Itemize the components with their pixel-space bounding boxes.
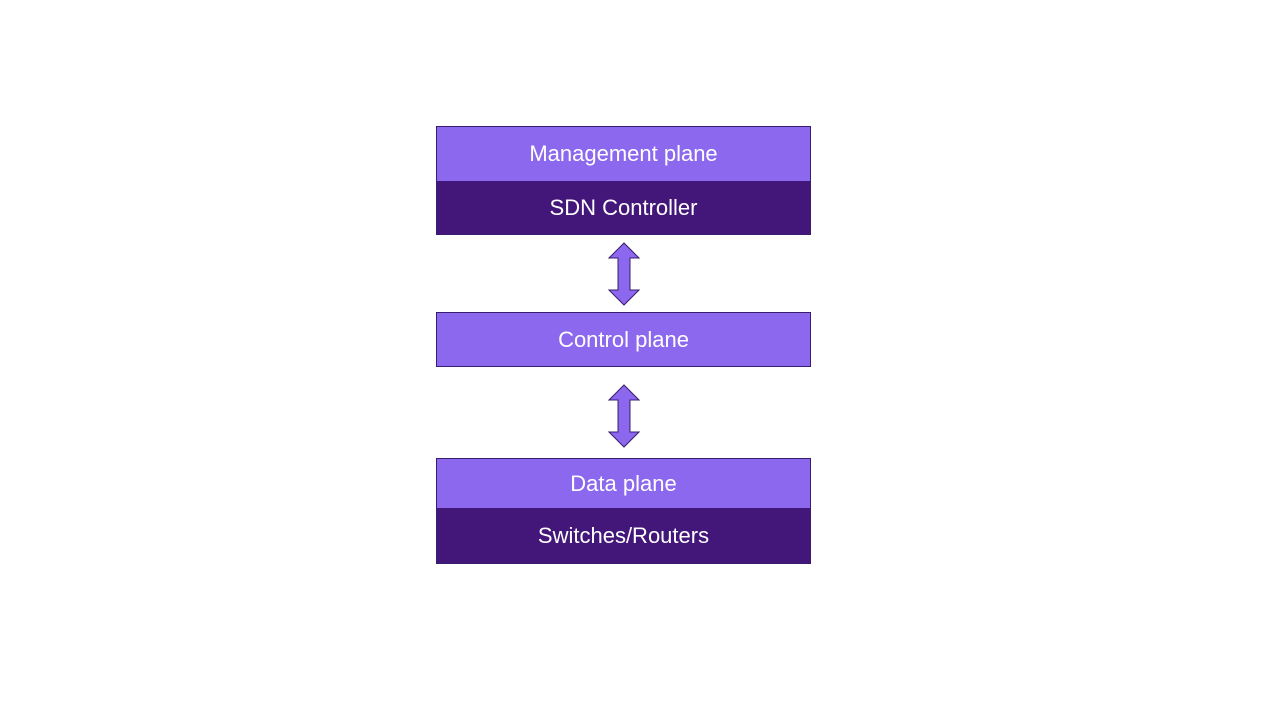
- data-plane-label: Data plane: [437, 459, 810, 508]
- management-plane-block: Management plane SDN Controller: [436, 126, 811, 235]
- control-plane-block: Control plane: [436, 312, 811, 367]
- control-plane-label: Control plane: [437, 313, 810, 366]
- double-arrow-icon: [608, 384, 640, 448]
- data-plane-block: Data plane Switches/Routers: [436, 458, 811, 564]
- management-plane-label: Management plane: [437, 127, 810, 181]
- switches-routers-label: Switches/Routers: [437, 508, 810, 563]
- double-arrow-icon: [608, 242, 640, 306]
- sdn-controller-label: SDN Controller: [437, 181, 810, 234]
